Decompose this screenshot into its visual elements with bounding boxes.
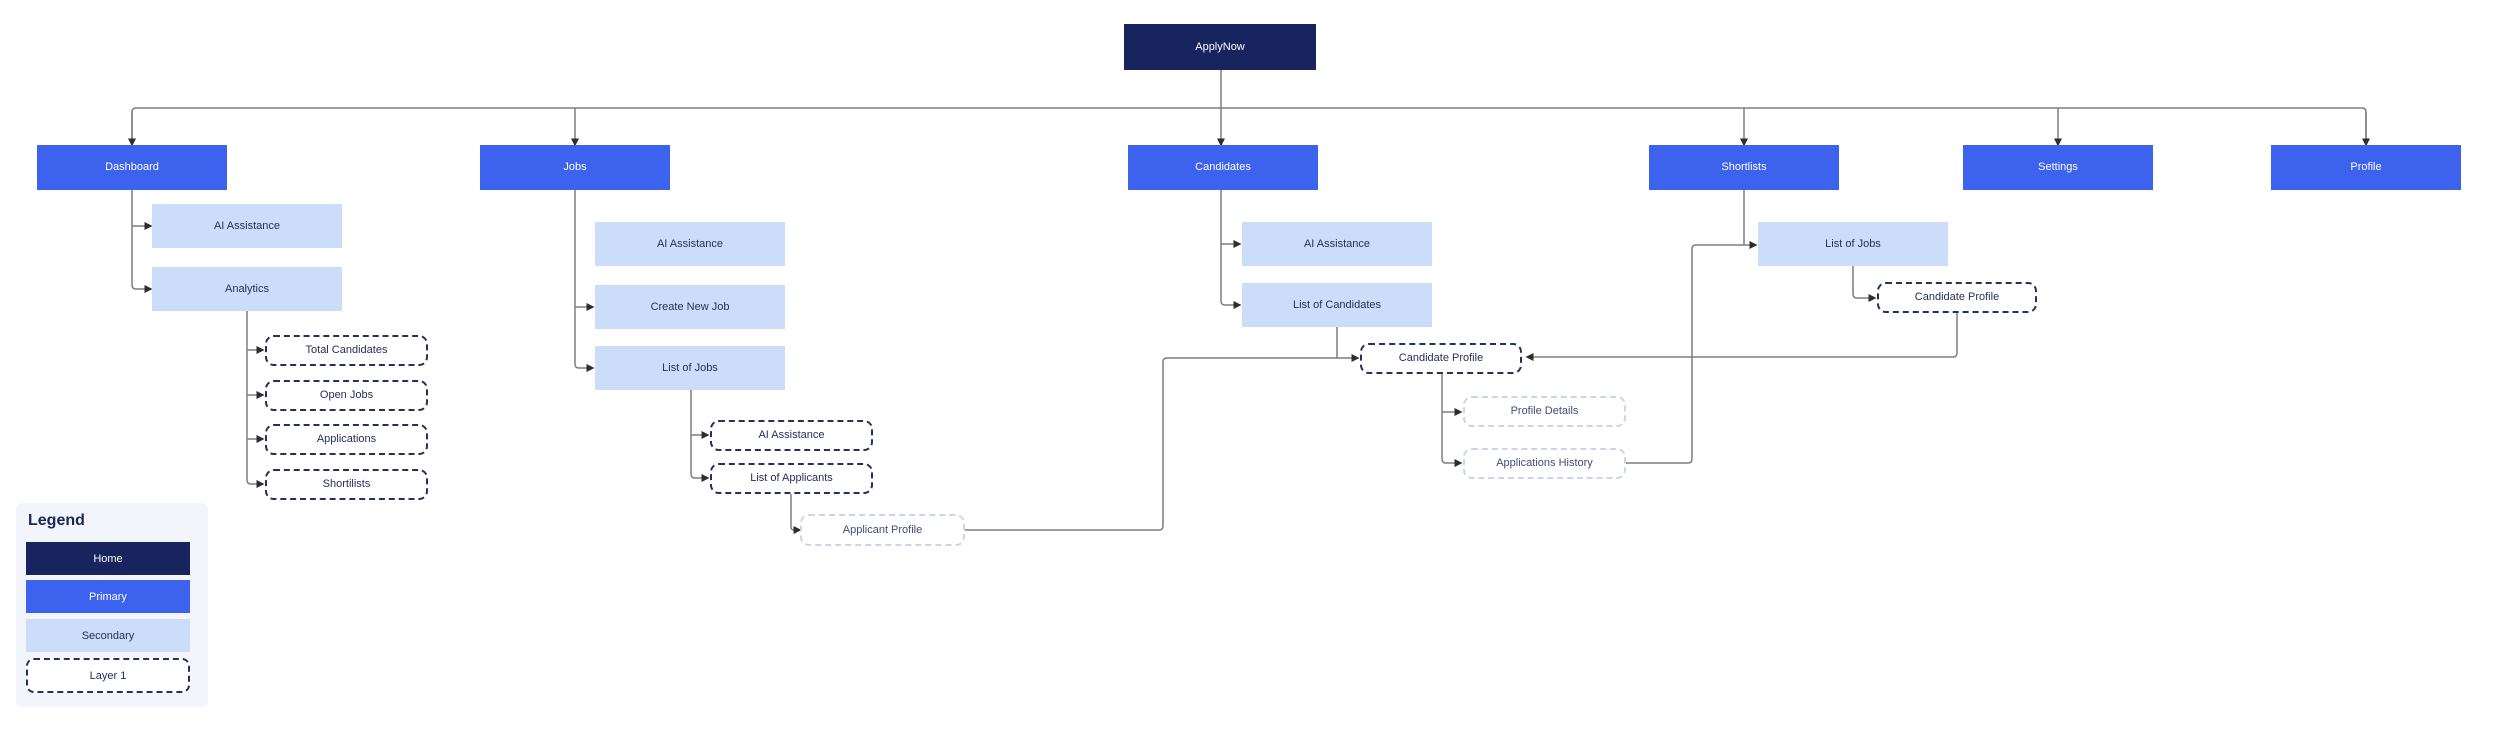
node-shortilists[interactable]: Shortilists xyxy=(265,469,428,500)
node-list-of-candidates[interactable]: List of Candidates xyxy=(1242,283,1432,327)
node-applications[interactable]: Applications xyxy=(265,424,428,455)
legend-item-layer1: Layer 1 xyxy=(26,658,190,693)
legend-item-home: Home xyxy=(26,542,190,575)
legend-title: Legend xyxy=(28,512,85,529)
node-create-new-job[interactable]: Create New Job xyxy=(595,285,785,329)
node-jobs-list-of-jobs[interactable]: List of Jobs xyxy=(595,346,785,390)
node-jobs-ai-assistance[interactable]: AI Assistance xyxy=(595,222,785,266)
node-settings[interactable]: Settings xyxy=(1963,145,2153,190)
node-shortlists-list-of-jobs[interactable]: List of Jobs xyxy=(1758,222,1948,266)
node-jobs-list-ai-assistance[interactable]: AI Assistance xyxy=(710,420,873,451)
node-dashboard[interactable]: Dashboard xyxy=(37,145,227,190)
node-profile[interactable]: Profile xyxy=(2271,145,2461,190)
node-shortlists[interactable]: Shortlists xyxy=(1649,145,1839,190)
node-applicant-profile[interactable]: Applicant Profile xyxy=(800,514,965,546)
node-candidates-candidate-profile[interactable]: Candidate Profile xyxy=(1360,343,1522,374)
node-profile-details[interactable]: Profile Details xyxy=(1463,396,1626,427)
node-candidates-ai-assistance[interactable]: AI Assistance xyxy=(1242,222,1432,266)
legend-panel: Legend Home Primary Secondary Layer 1 xyxy=(16,503,208,707)
node-jobs[interactable]: Jobs xyxy=(480,145,670,190)
legend-item-primary: Primary xyxy=(26,580,190,613)
node-shortlists-candidate-profile[interactable]: Candidate Profile xyxy=(1877,282,2037,313)
node-analytics[interactable]: Analytics xyxy=(152,267,342,311)
legend-item-secondary: Secondary xyxy=(26,619,190,652)
node-applications-history[interactable]: Applications History xyxy=(1463,448,1626,479)
node-total-candidates[interactable]: Total Candidates xyxy=(265,335,428,366)
node-applynow[interactable]: ApplyNow xyxy=(1124,24,1316,70)
node-list-of-applicants[interactable]: List of Applicants xyxy=(710,463,873,494)
node-open-jobs[interactable]: Open Jobs xyxy=(265,380,428,411)
node-dashboard-ai-assistance[interactable]: AI Assistance xyxy=(152,204,342,248)
node-candidates[interactable]: Candidates xyxy=(1128,145,1318,190)
